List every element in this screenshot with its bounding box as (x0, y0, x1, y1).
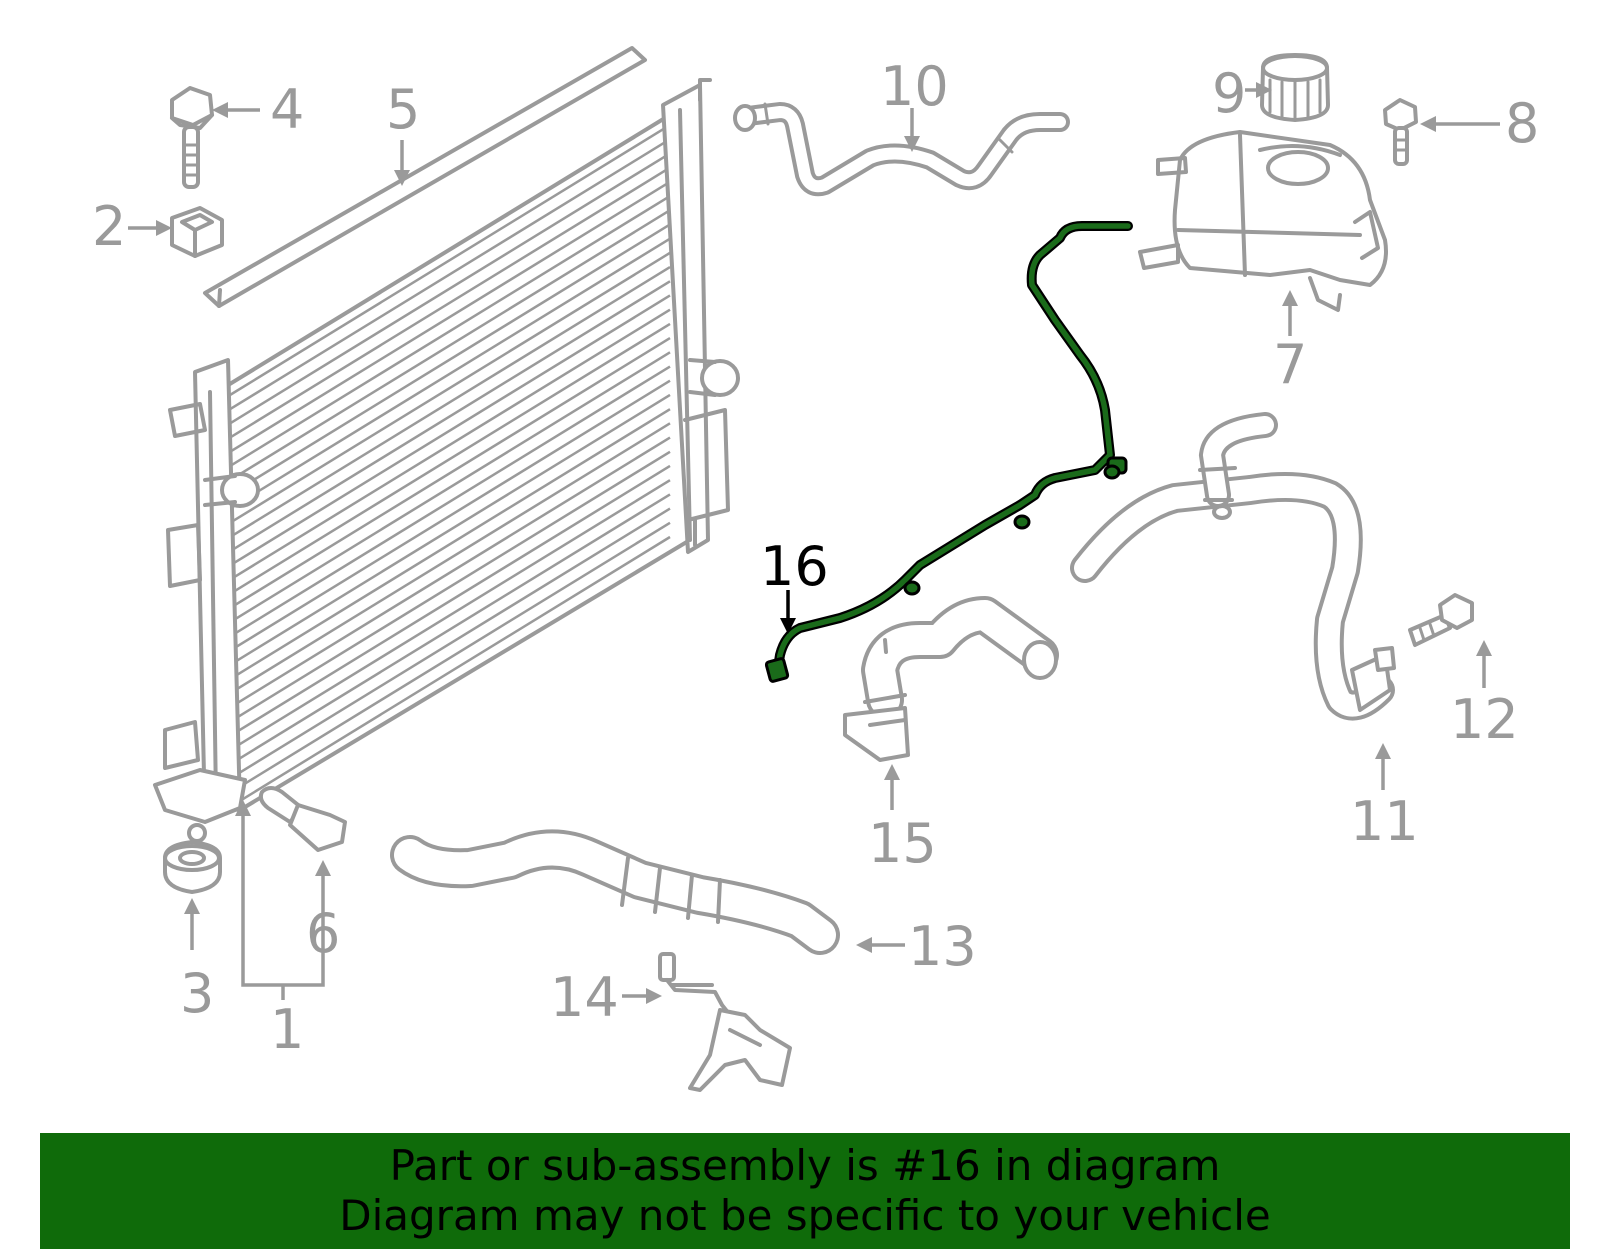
radiator-fin (229, 507, 671, 780)
callout-10: 10 (880, 55, 949, 118)
part-15-hose (843, 596, 1059, 762)
callout-leaders (128, 82, 1500, 1004)
callout-14: 14 (550, 966, 619, 1029)
part-4-bolt (170, 86, 214, 189)
part-11-hose (1070, 412, 1396, 721)
callout-6: 6 (306, 902, 340, 965)
radiator-fin (229, 337, 671, 610)
callout-3: 3 (180, 962, 214, 1025)
callout-16: 16 (760, 535, 829, 598)
radiator-fin (229, 479, 671, 752)
radiator-fin (229, 322, 671, 595)
radiator-fin (229, 123, 671, 397)
radiator-fin (229, 365, 671, 638)
radiator-fin (229, 436, 671, 709)
part-8-bolt (1383, 98, 1418, 166)
radiator-fin (229, 209, 671, 482)
radiator-fin (229, 166, 671, 439)
radiator-fin (229, 521, 671, 794)
radiator-fin (229, 351, 671, 624)
info-banner: Part or sub-assembly is #16 in diagram D… (40, 1133, 1570, 1249)
part-16-wire-harness (764, 221, 1133, 683)
part-2-clip (170, 206, 224, 258)
radiator-fin (229, 266, 671, 539)
part-6-sensor (258, 786, 347, 852)
radiator-fin (229, 223, 671, 496)
radiator-fin (229, 294, 671, 567)
parts-diagram: 1 2 3 4 5 6 7 8 9 10 11 12 13 14 15 16 (92, 46, 1539, 1092)
radiator-fin (229, 237, 671, 510)
radiator-fin (229, 464, 671, 738)
callout-8: 8 (1505, 92, 1539, 155)
callout-13: 13 (908, 915, 977, 978)
callout-5: 5 (386, 78, 420, 141)
part-10-hose (733, 102, 1070, 197)
banner-line-1: Part or sub-assembly is #16 in diagram (389, 1141, 1221, 1190)
part-7-reservoir (1138, 130, 1388, 312)
radiator-fin (229, 408, 671, 681)
callout-2: 2 (92, 195, 126, 258)
radiator-fin (229, 493, 671, 766)
callout-4: 4 (270, 78, 304, 141)
radiator-fin (229, 393, 671, 666)
radiator-fin (229, 138, 671, 411)
radiator-fin (229, 194, 671, 468)
callout-7: 7 (1273, 333, 1307, 396)
callout-9: 9 (1212, 62, 1246, 125)
part-9-cap (1260, 53, 1330, 122)
part-13-hose (390, 829, 840, 955)
part-12-bolt (1408, 593, 1474, 647)
radiator-fin (229, 535, 671, 809)
radiator-fin (229, 180, 671, 453)
callout-12: 12 (1450, 688, 1519, 751)
radiator-fin (229, 308, 671, 581)
callout-1: 1 (270, 998, 304, 1061)
radiator-fin (229, 379, 671, 652)
callout-labels: 1 2 3 4 5 6 7 8 9 10 11 12 13 14 15 16 (92, 55, 1539, 1061)
part-14-bracket (658, 952, 792, 1092)
radiator-fin (229, 152, 671, 425)
part-5-seal-strip (203, 46, 647, 308)
radiator-fin (229, 422, 671, 695)
callout-15: 15 (868, 812, 937, 875)
radiator-fin (229, 251, 671, 524)
radiator-fin (229, 280, 671, 553)
callout-11: 11 (1350, 790, 1419, 853)
part-3-grommet (163, 840, 222, 894)
part-1-radiator (153, 78, 740, 843)
radiator-fin (229, 450, 671, 723)
banner-line-2: Diagram may not be specific to your vehi… (339, 1191, 1271, 1240)
